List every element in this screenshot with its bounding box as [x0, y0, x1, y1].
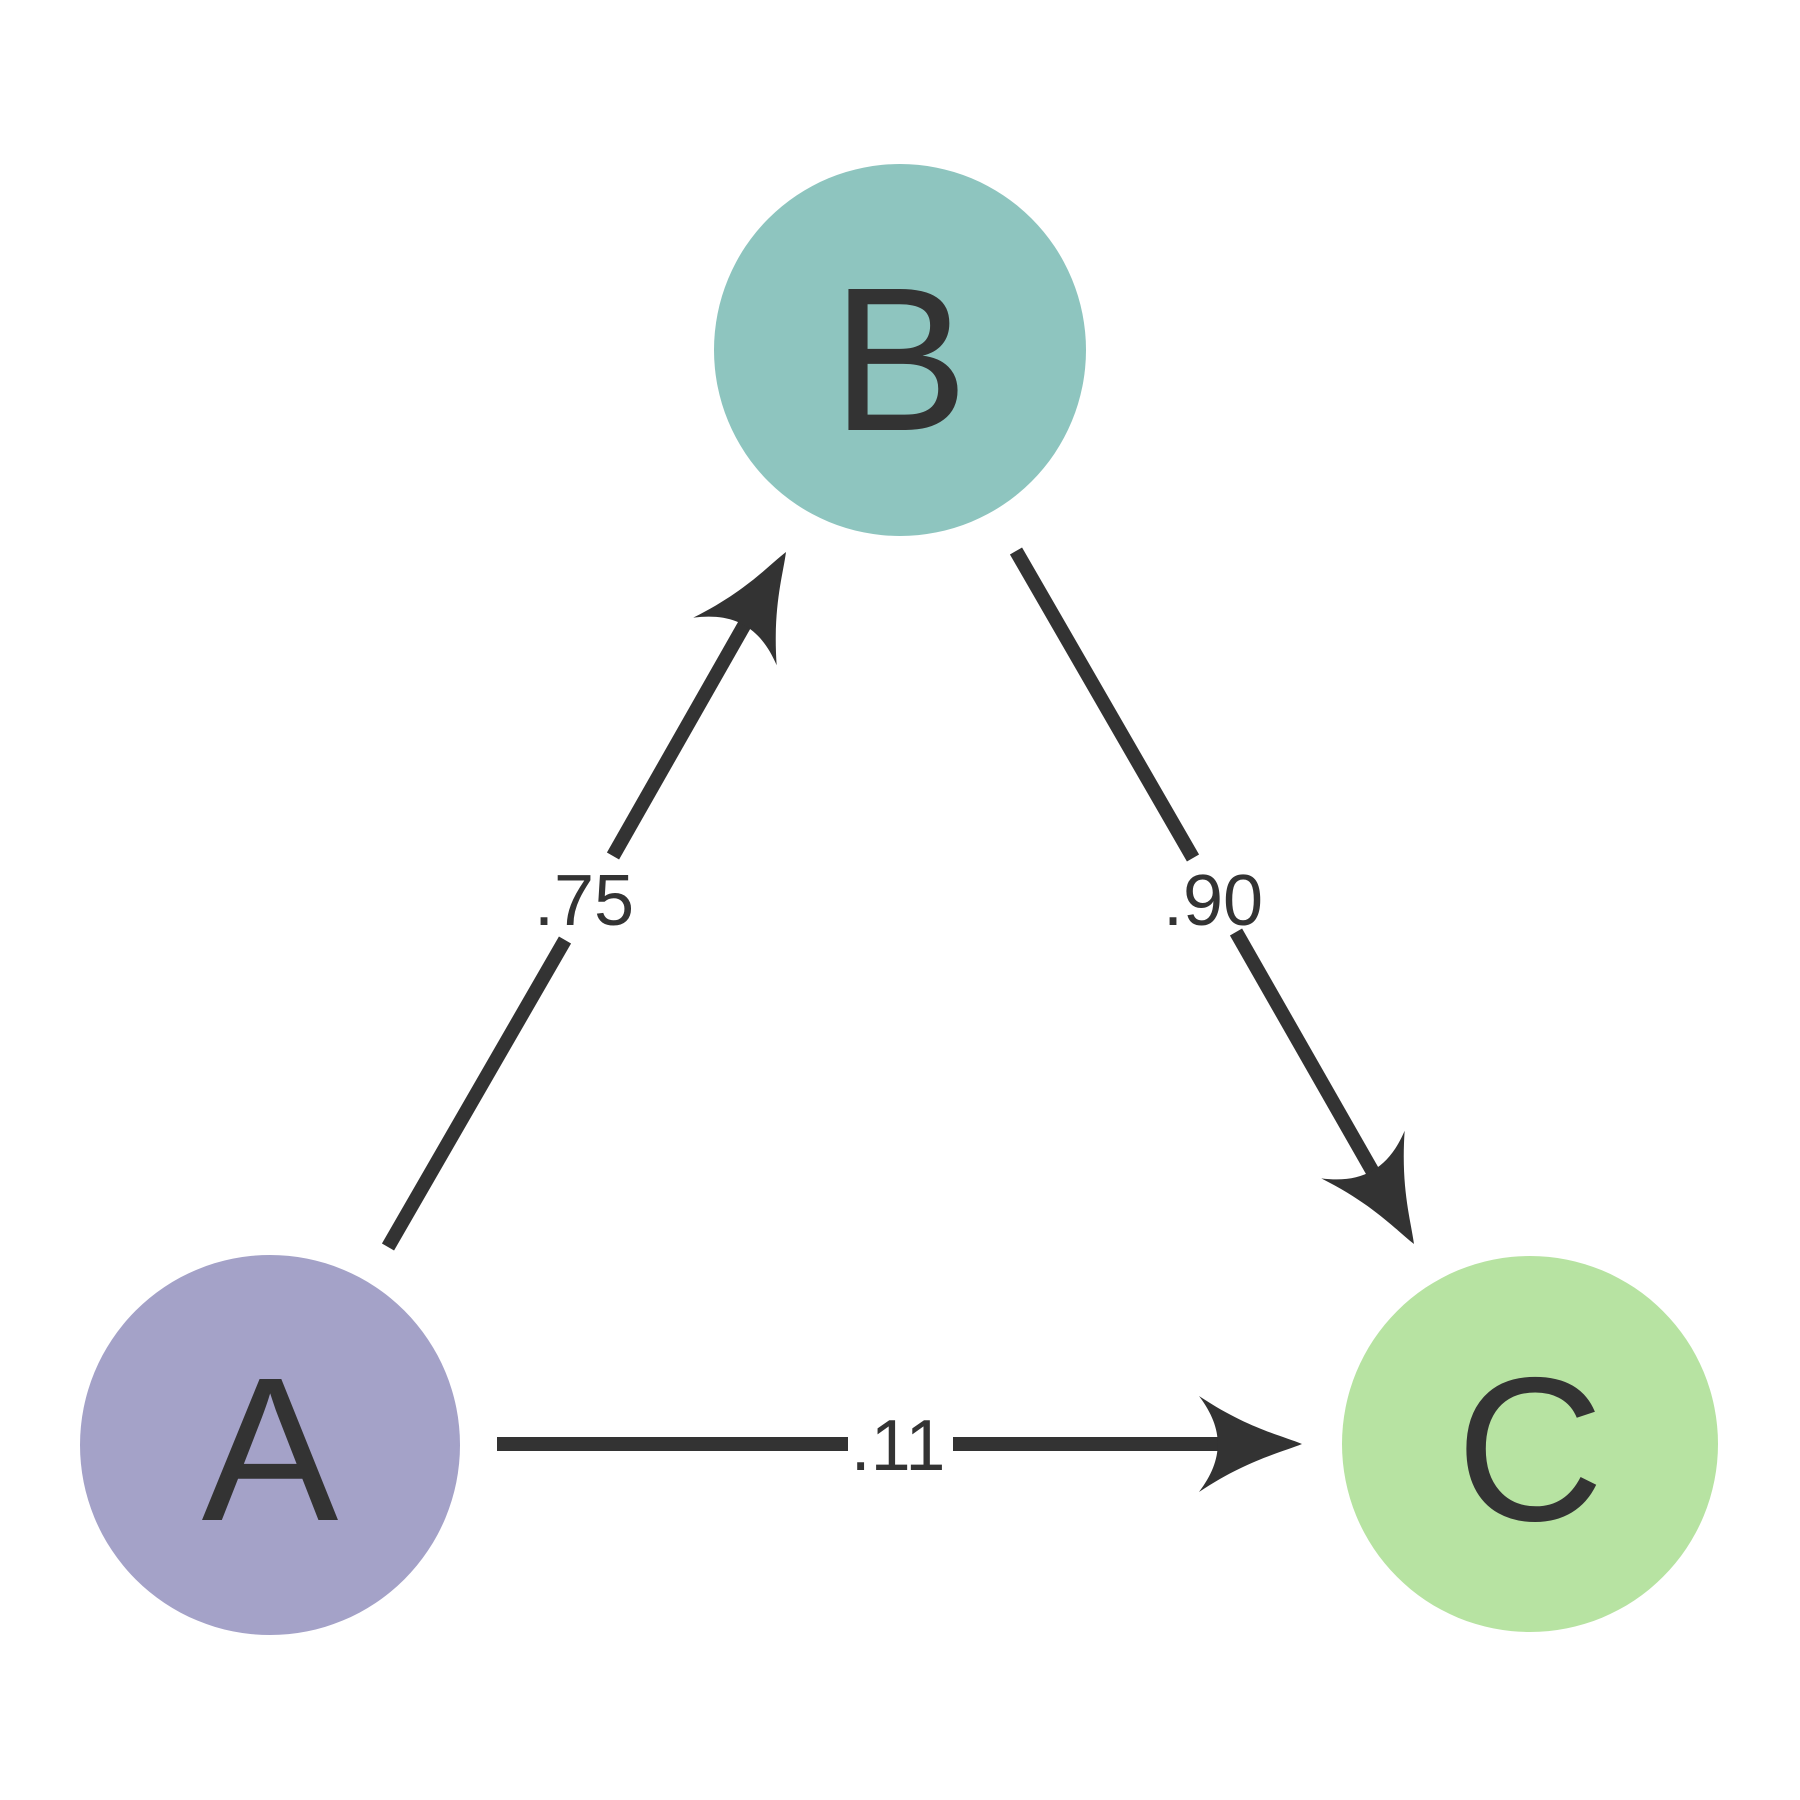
- edge-b-c-weight-label: .90: [1163, 861, 1263, 941]
- node-b-label: B: [832, 245, 969, 474]
- node-c-circle: [1342, 1256, 1718, 1632]
- edge-b-c-arrowhead-icon: [1321, 1130, 1456, 1268]
- edge-a-b-weight-label: .75: [534, 861, 634, 941]
- edge-b-c: .90: [1009, 547, 1456, 1268]
- edge-a-b-arrowhead-icon: [693, 528, 828, 666]
- node-b-circle: [714, 164, 1086, 536]
- node-a: A: [80, 1255, 460, 1635]
- edge-b-c-line-end: [1229, 928, 1401, 1213]
- edge-a-b-line-start: [381, 936, 572, 1251]
- edge-a-b: .75: [381, 528, 828, 1251]
- edge-b-c-line-start: [1009, 547, 1200, 862]
- node-a-circle: [80, 1255, 460, 1635]
- node-b: B: [714, 164, 1086, 536]
- node-a-label: A: [202, 1335, 339, 1564]
- edge-a-c-weight-label: .11: [851, 1406, 946, 1486]
- edge-a-b-line-end: [606, 583, 773, 860]
- edge-a-c: .11: [497, 1396, 1302, 1492]
- node-c: C: [1342, 1256, 1718, 1632]
- node-c-label: C: [1456, 1335, 1604, 1564]
